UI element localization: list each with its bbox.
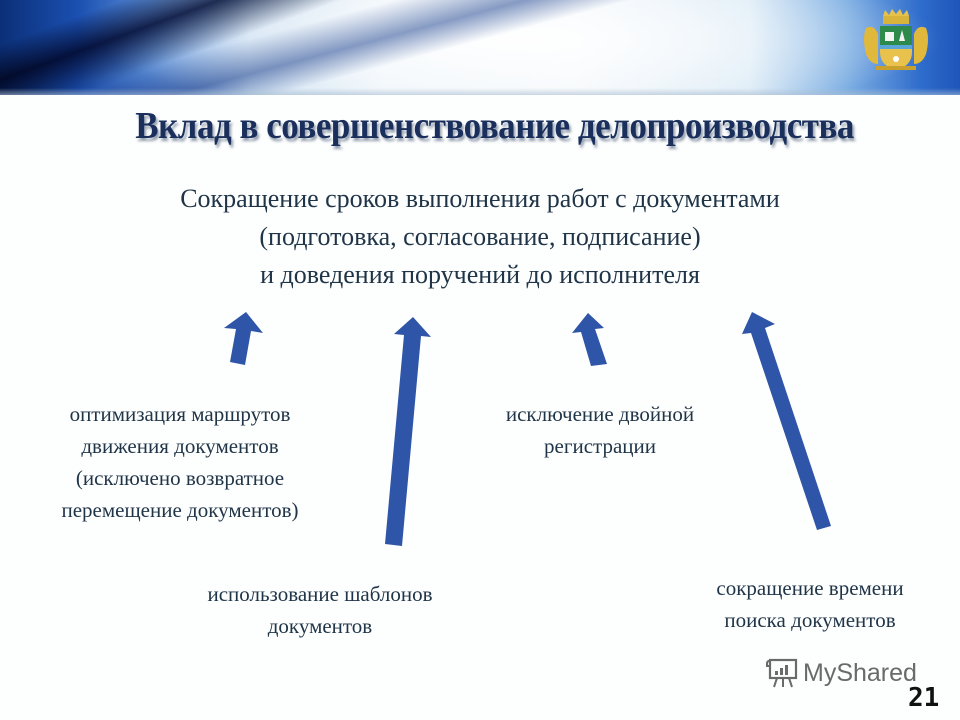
subtitle-line: и доведения поручений до исполнителя (260, 260, 700, 289)
note-line: документов (267, 614, 373, 638)
page-number: 21 (908, 683, 940, 713)
note-line: поиска документов (724, 608, 896, 632)
note-line: оптимизация маршрутов (69, 402, 291, 426)
note-line: (исключено возвратное (75, 466, 285, 490)
subtitle-line: (подготовка, согласование, подписание) (259, 222, 701, 251)
slide-title: Вклад в совершенствование делопроизводст… (135, 105, 854, 147)
note-line: сокращение времени (716, 576, 904, 600)
watermark-logo: MyShared (765, 655, 917, 691)
subtitle-line: Сокращение сроков выполнения работ с док… (180, 184, 780, 213)
presentation-board-icon (766, 658, 798, 688)
watermark-text: MyShared (803, 658, 917, 687)
note-double-registration: исключение двойной регистрации (460, 398, 740, 462)
banner-streak (0, 0, 960, 95)
note-line: регистрации (544, 434, 656, 458)
note-line: перемещение документов) (61, 498, 299, 522)
arrow-up-icon (224, 312, 263, 365)
note-route-optimization: оптимизация маршрутов движения документо… (10, 398, 350, 526)
arrow-up-icon (742, 312, 831, 530)
note-templates: использование шаблонов документов (160, 578, 480, 642)
note-line: использование шаблонов (207, 582, 433, 606)
arrow-up-icon (572, 313, 607, 366)
banner-divider (0, 88, 960, 95)
note-line: движения документов (81, 434, 279, 458)
slide-subtitle: Сокращение сроков выполнения работ с док… (80, 180, 880, 294)
note-search-time: сокращение времени поиска документов (670, 572, 950, 636)
arrow-up-icon (385, 317, 431, 546)
city-coat-of-arms-icon (864, 9, 928, 70)
note-line: исключение двойной (505, 402, 695, 426)
